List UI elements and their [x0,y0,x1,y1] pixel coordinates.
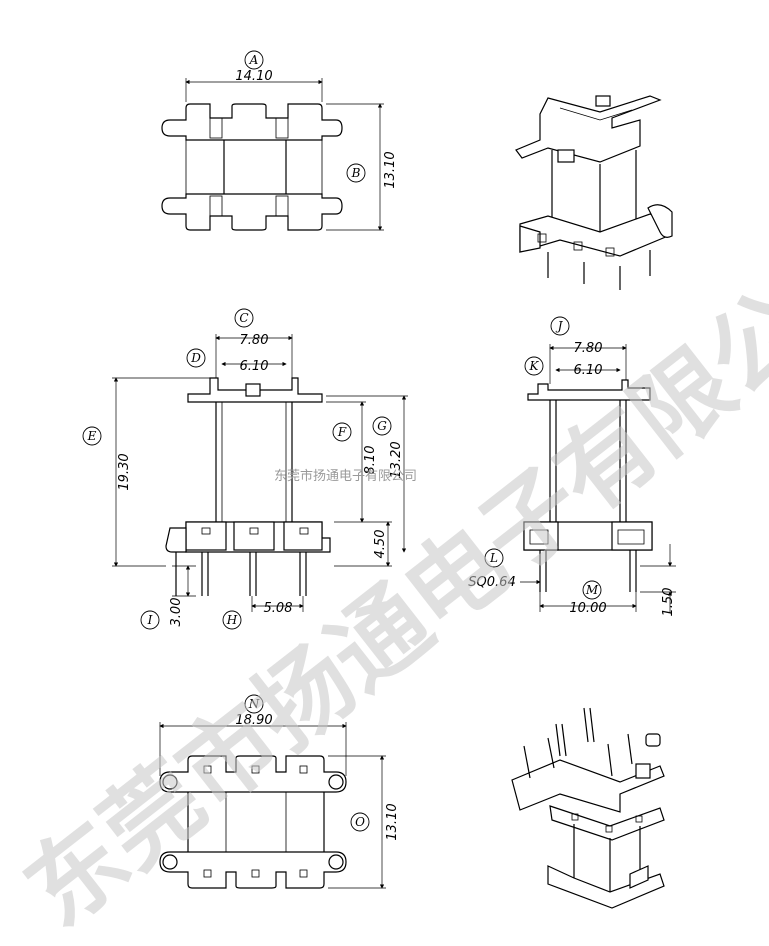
label-circle-j [550,316,570,336]
dim-n: 18.90 [235,713,272,728]
iso-view-bottom [511,707,665,909]
label-c: C [239,311,248,325]
label-circle-b [346,163,366,183]
label-g: G [377,419,387,433]
dim-k: 6.10 [574,363,603,378]
label-circle-o [350,812,370,832]
label-f: F [337,425,347,439]
dim-i2: 4.50 [373,530,388,559]
label-circle-e [82,426,102,446]
label-i: I [147,613,153,627]
label-m: M [585,583,599,597]
label-h: H [226,613,238,627]
front-view: C 7.80 D 6.10 E 19.30 F 8.10 G 13.20 4.5… [82,308,408,630]
dim-h: 5.08 [264,601,293,616]
label-a: A [249,53,259,67]
label-j: J [555,319,564,333]
label-l: L [489,551,498,565]
dim-g: 13.20 [389,441,404,478]
label-d: D [190,351,201,365]
dim-l: SQ0.64 [468,575,515,590]
dim-f: 8.10 [363,446,378,475]
dim-b: 13.10 [383,151,398,188]
label-circle-m [582,580,602,600]
watermark-small: 东莞市扬通电子有限公司 [274,468,417,484]
side-view: J 7.80 K 6.10 L SQ0.64 M 10.00 1.50 [468,316,676,617]
label-circle-a [244,50,264,70]
label-n: N [248,697,260,711]
label-circle-n [244,694,264,714]
label-circle-i [140,610,160,630]
dim-d: 6.10 [240,359,269,374]
label-circle-h [222,610,242,630]
bottom-view: N 18.90 O 13.10 [159,694,400,889]
label-circle-f [332,422,352,442]
label-b: B [351,166,361,180]
label-e: E [87,429,97,443]
dim-m: 10.00 [569,601,606,616]
label-circle-g [372,416,392,436]
label-circle-d [186,348,206,368]
label-o: O [355,815,365,829]
label-circle-k [524,356,544,376]
dim-o: 13.10 [385,803,400,840]
dim-j: 7.80 [574,341,603,356]
dim-m2: 1.50 [661,588,676,617]
top-view: A 14.10 B 13.10 [161,50,398,231]
dim-i: 3.00 [169,598,184,627]
dim-c: 7.80 [240,333,269,348]
dim-e: 19.30 [117,453,132,490]
dim-a: 14.10 [235,69,272,84]
label-k: K [529,359,540,373]
iso-view-top [515,95,673,290]
label-circle-c [234,308,254,328]
label-circle-l [484,548,504,568]
